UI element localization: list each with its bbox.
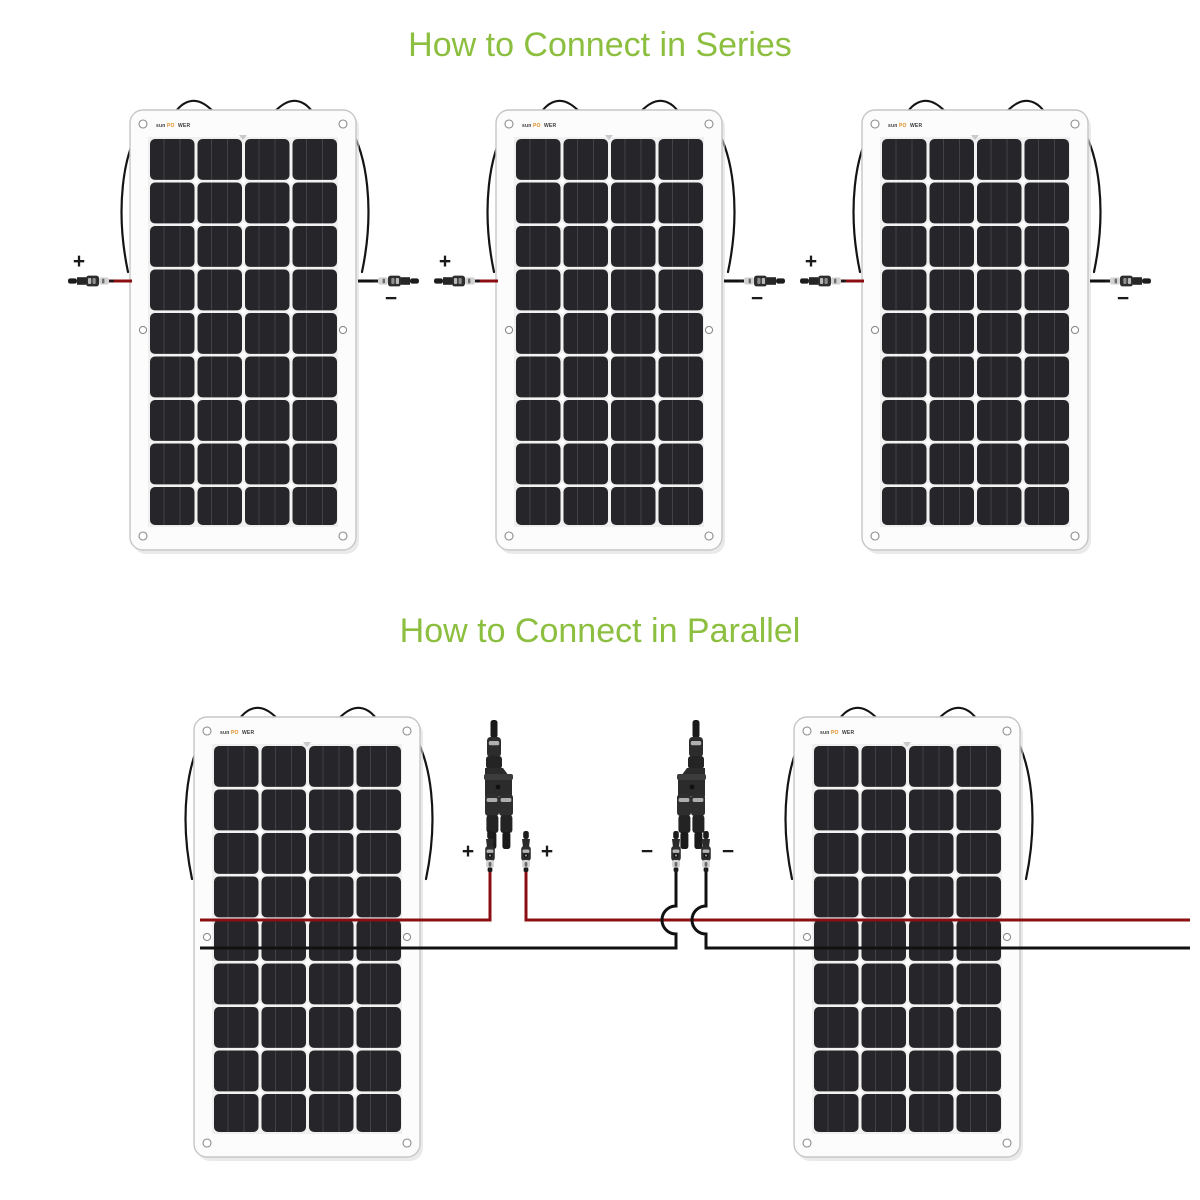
parallel-negative-terminals: − − <box>200 831 1190 950</box>
panel-2-negative-sign: − <box>751 287 763 310</box>
panel-3-positive-sign: + <box>805 250 817 273</box>
parallel-positive-sign-right: + <box>541 840 553 863</box>
negative-wire-left <box>200 872 678 950</box>
solar-panel-1[interactable] <box>128 108 361 556</box>
panel-1-negative-sign: − <box>385 287 397 310</box>
solar-panel-left[interactable] <box>192 715 425 1163</box>
parallel-section: + + − − <box>184 706 1190 1163</box>
parallel-left-panel-group <box>184 706 434 1163</box>
parallel-title: How to Connect in Parallel <box>400 612 801 650</box>
positive-wire-right <box>524 872 1190 922</box>
parallel-positive-sign-left: + <box>462 840 474 863</box>
solar-panel-2[interactable] <box>494 108 727 556</box>
series-title: How to Connect in Series <box>408 26 792 64</box>
parallel-positive-terminals: + + <box>200 831 1190 922</box>
solar-panel-3[interactable] <box>860 108 1093 556</box>
negative-wire-right <box>690 872 1190 950</box>
positive-wire-left <box>200 872 492 922</box>
parallel-right-panel-group <box>784 706 1034 1163</box>
series-panel-3-group: + − <box>800 99 1151 556</box>
series-panel-1-group: + − <box>68 99 419 556</box>
parallel-negative-sign-left: − <box>641 840 653 863</box>
panel-3-negative-sign: − <box>1117 287 1129 310</box>
parallel-negative-sign-right: − <box>722 840 734 863</box>
panel-2-positive-sign: + <box>439 250 451 273</box>
series-panel-2-group: + − <box>434 99 785 556</box>
panel-1-positive-sign: + <box>73 250 85 273</box>
solar-panel-right[interactable] <box>792 715 1025 1163</box>
series-section: + − + − + <box>68 99 1151 556</box>
